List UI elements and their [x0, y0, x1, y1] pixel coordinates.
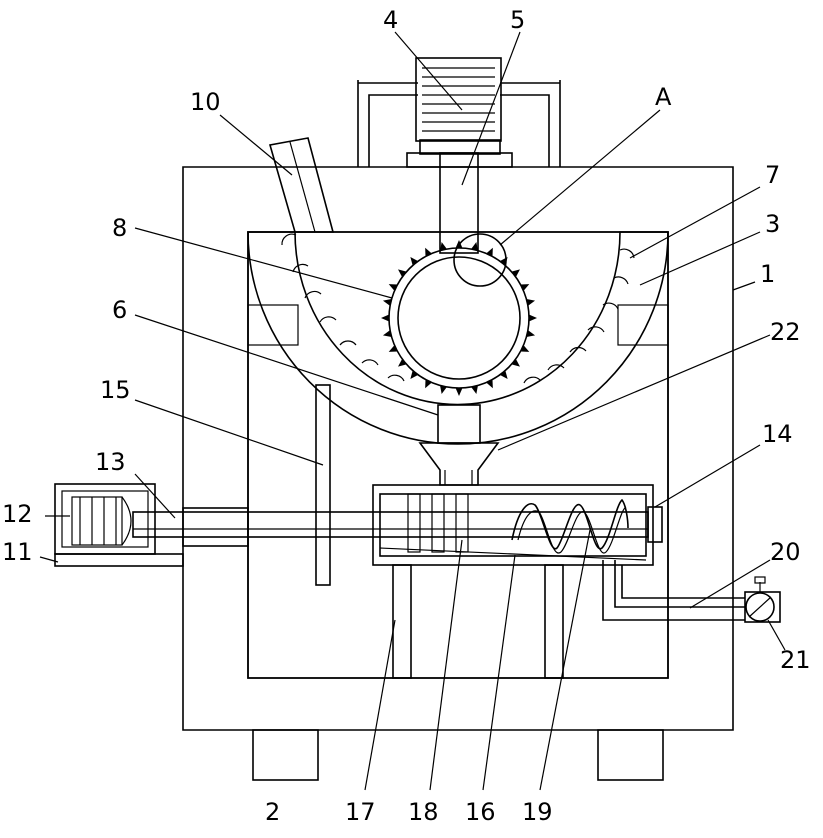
label-1: 1: [760, 260, 775, 288]
label-5: 5: [510, 6, 525, 34]
label-16: 16: [465, 798, 496, 826]
leader-lines: [40, 32, 785, 790]
support-legs: [393, 565, 563, 678]
motor-mount: [358, 80, 560, 167]
roller-spike: [529, 315, 537, 322]
hatched-rod: [316, 385, 330, 585]
vertical-shaft: [440, 153, 478, 253]
roller-spike: [456, 388, 463, 396]
label-4: 4: [383, 6, 398, 34]
roller-spike: [381, 315, 389, 322]
discharge-valve: [746, 577, 774, 621]
grinding-bowl: [248, 232, 668, 444]
label-14: 14: [762, 420, 793, 448]
label-19: 19: [522, 798, 553, 826]
label-11: 11: [2, 538, 33, 566]
label-13: 13: [95, 448, 126, 476]
support-foot-right: [598, 730, 663, 780]
label-22: 22: [770, 318, 801, 346]
shaft-sleeve-left: [183, 508, 248, 546]
roller-spikes: [381, 240, 537, 396]
label-10: 10: [190, 88, 221, 116]
outer-housing: [183, 167, 733, 730]
label-12: 12: [2, 500, 33, 528]
label-21: 21: [780, 646, 811, 674]
screw-conveyor-housing: [373, 485, 653, 565]
roller-spike: [398, 359, 407, 367]
inner-side-supports: [248, 305, 668, 345]
label-17: 17: [345, 798, 376, 826]
spiral-blade: [512, 500, 628, 553]
left-motor: [55, 484, 155, 554]
label-18: 18: [408, 798, 439, 826]
feed-pipe: [270, 138, 333, 232]
label-20: 20: [770, 538, 801, 566]
roller-spike: [511, 359, 520, 367]
label-8: 8: [112, 214, 127, 242]
label-2: 2: [265, 798, 280, 826]
label-15: 15: [100, 376, 131, 404]
support-foot-left: [253, 730, 318, 780]
grinding-roller: [389, 248, 529, 388]
motor-base: [55, 554, 183, 566]
roller-spike: [500, 370, 508, 379]
label-7: 7: [765, 161, 780, 189]
outlet-funnel: [420, 405, 498, 485]
roller-spike: [398, 269, 407, 277]
label-a: A: [655, 83, 672, 111]
roller-spike: [410, 370, 418, 379]
roller-spike: [511, 269, 520, 277]
label-6: 6: [112, 296, 127, 324]
roller-spike: [410, 257, 418, 266]
label-3: 3: [765, 210, 780, 238]
